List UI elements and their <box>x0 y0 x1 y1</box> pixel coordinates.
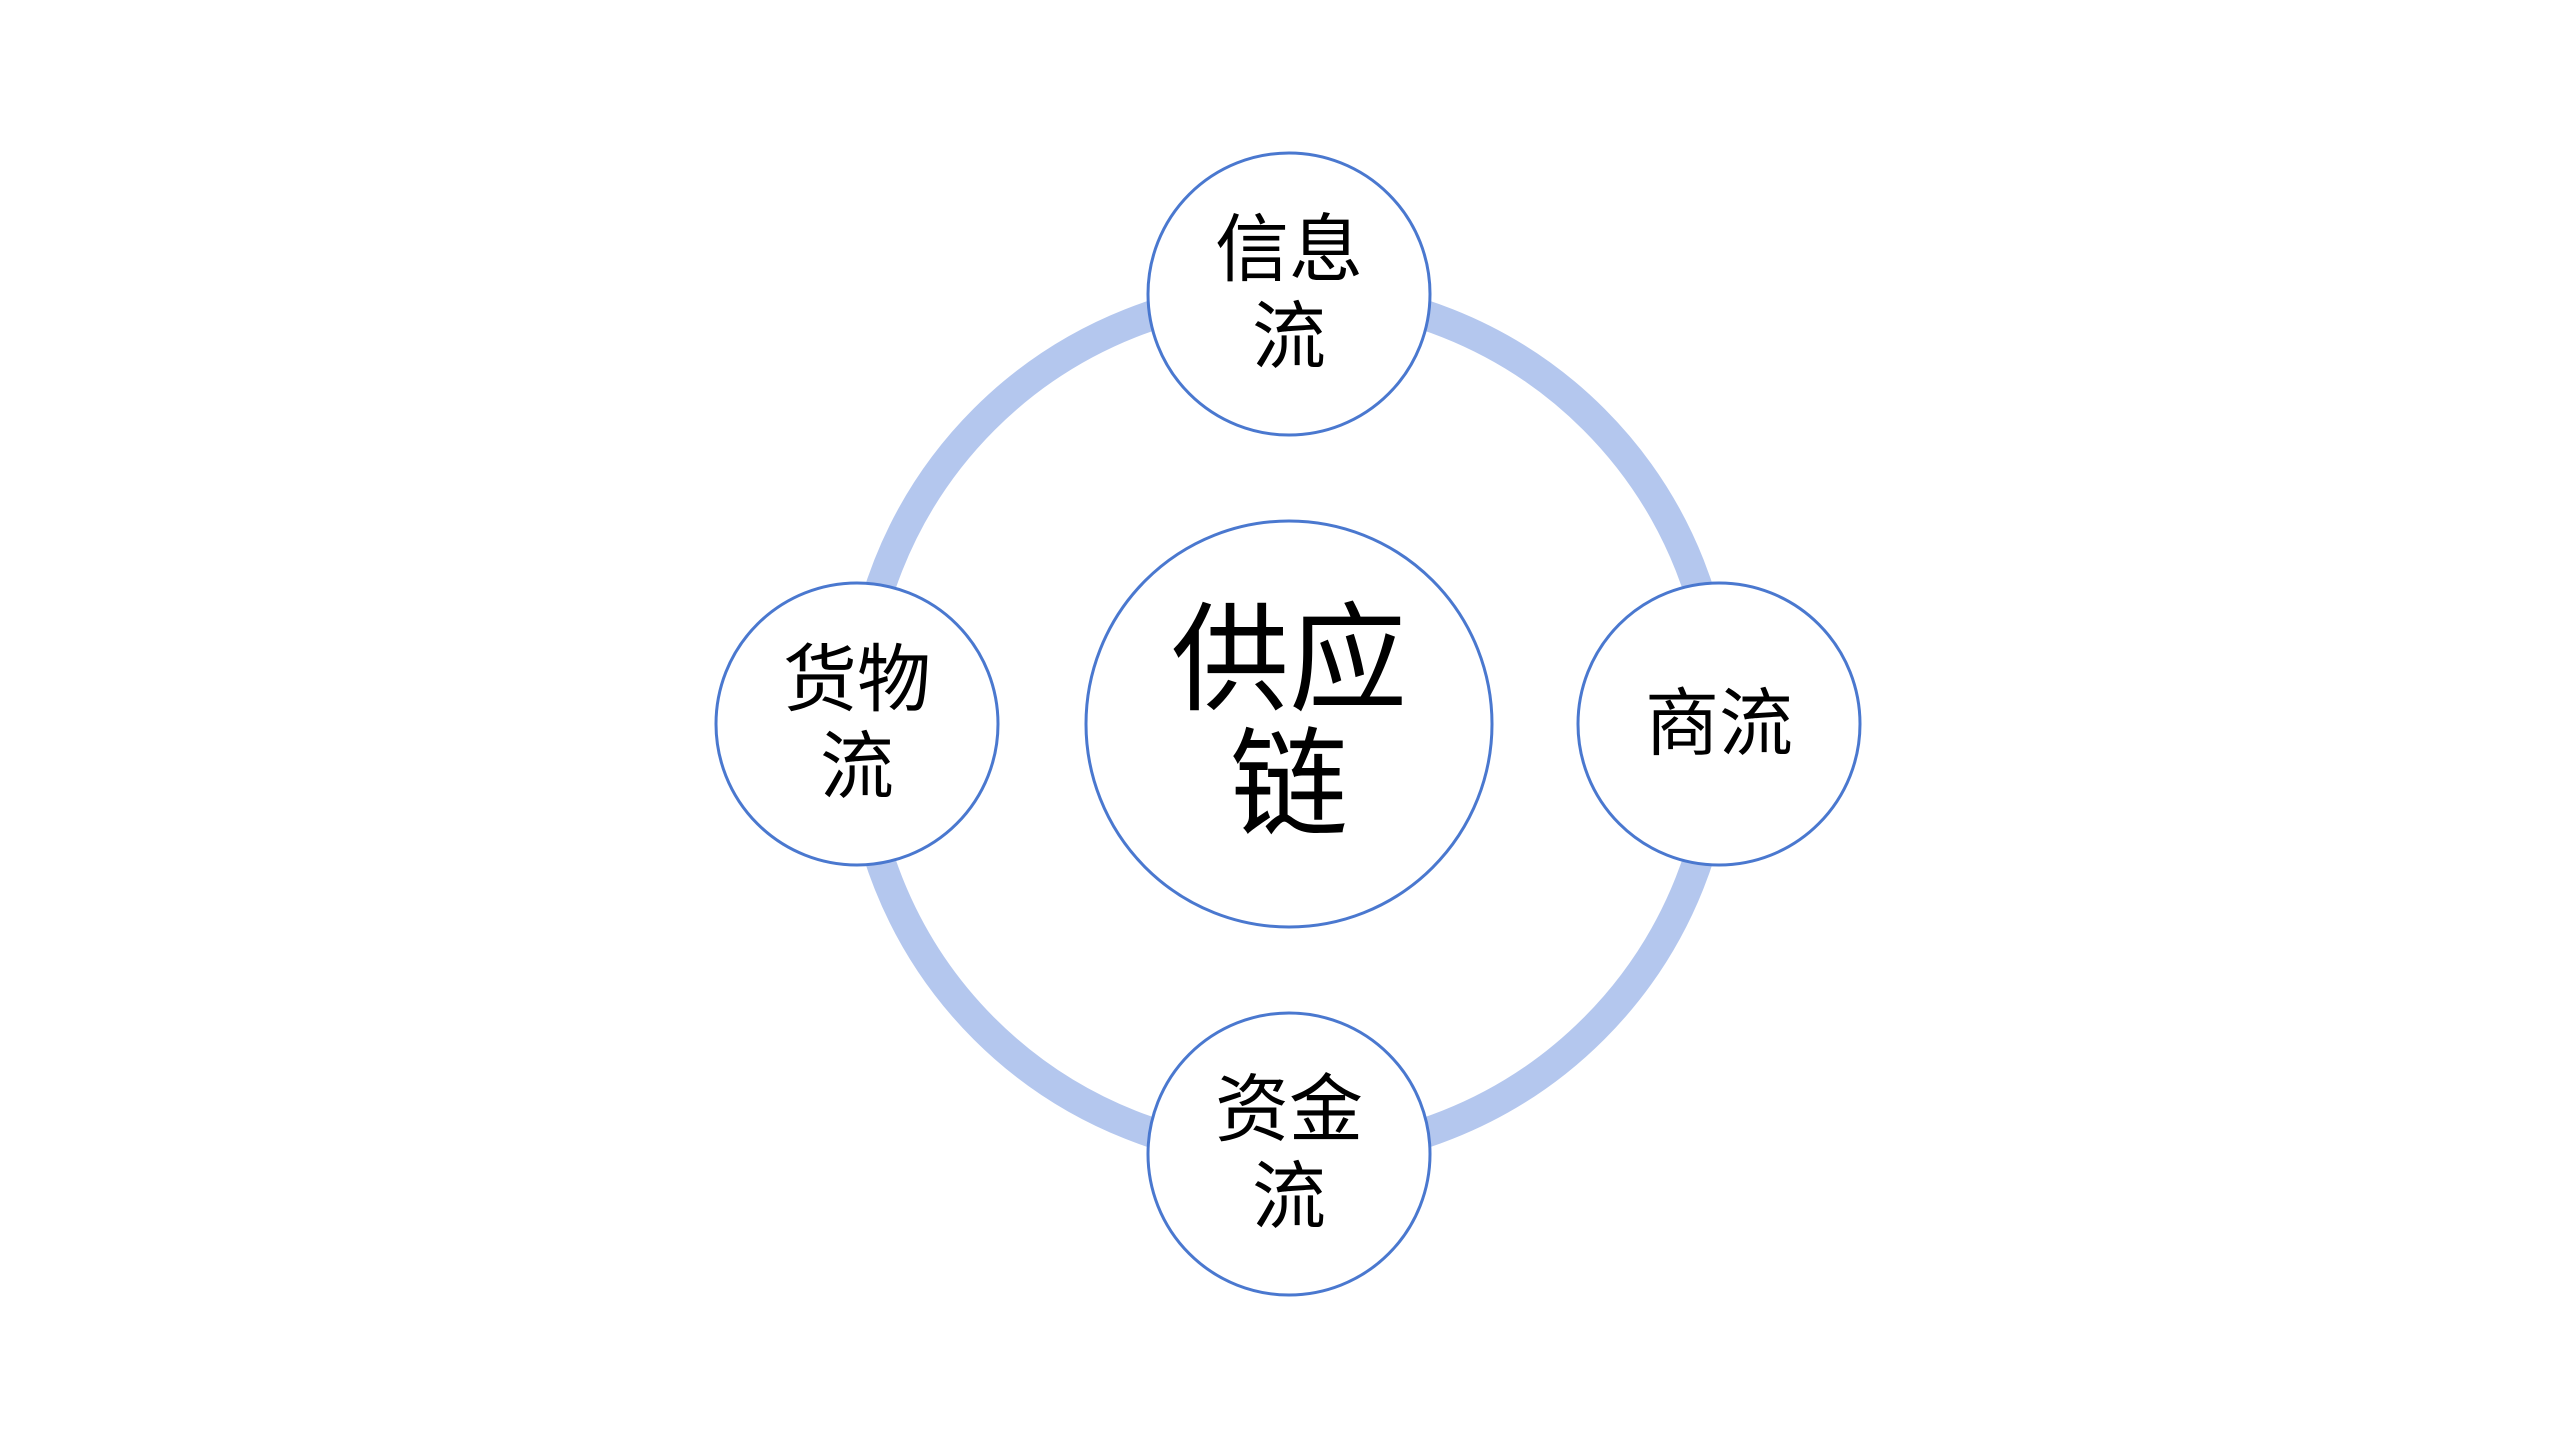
commerce-flow-node: 商流 <box>1576 581 1862 867</box>
capital-flow-circle <box>1146 1011 1432 1297</box>
center-label-line1: 供应 <box>1171 591 1407 729</box>
information-flow-node: 信息 流 <box>1146 151 1432 437</box>
commerce-flow-label: 商流 <box>1645 681 1793 767</box>
information-flow-label-line1: 信息 <box>1215 207 1363 293</box>
center-circle <box>1084 519 1494 929</box>
goods-flow-circle <box>714 581 1000 867</box>
goods-flow-label-line2: 流 <box>820 724 894 810</box>
commerce-flow-circle <box>1576 581 1862 867</box>
capital-flow-node: 资金 流 <box>1146 1011 1432 1297</box>
information-flow-circle <box>1146 151 1432 437</box>
center-label-line2: 链 <box>1230 716 1348 854</box>
goods-flow-node: 货物 流 <box>714 581 1000 867</box>
goods-flow-label-line1: 货物 <box>783 637 931 723</box>
information-flow-label-line2: 流 <box>1252 294 1326 380</box>
center-node: 供应 链 <box>1084 519 1494 929</box>
capital-flow-label-line2: 流 <box>1252 1154 1326 1240</box>
capital-flow-label-line1: 资金 <box>1215 1067 1363 1153</box>
